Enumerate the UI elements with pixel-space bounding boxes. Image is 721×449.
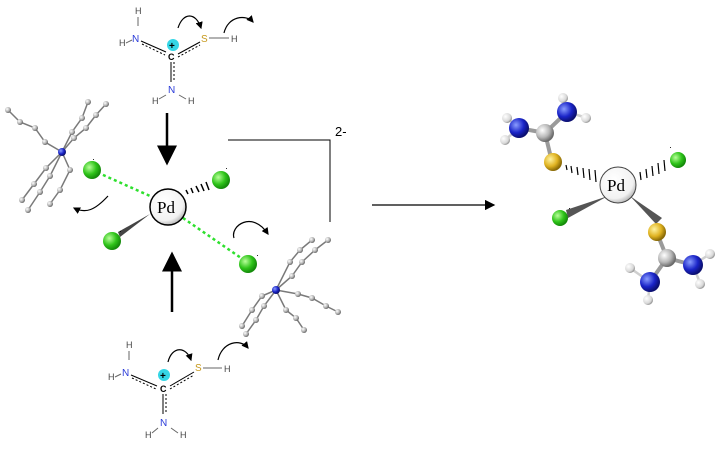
nitrogen-atom xyxy=(640,272,660,292)
product-complex: · · Pd xyxy=(500,93,715,305)
atom-label: H xyxy=(231,34,238,44)
atom-label: S xyxy=(201,34,208,45)
ammonium-atoms-left xyxy=(5,99,109,213)
charge-dot: · xyxy=(92,154,95,164)
atom-label: S xyxy=(195,363,202,374)
charge-dot: · xyxy=(669,142,672,152)
chloride-ion xyxy=(212,171,230,189)
chloride-ion xyxy=(103,232,121,250)
hashed-wedge xyxy=(185,181,210,195)
ammonium-atoms-right xyxy=(239,237,341,337)
nitrogen-atom xyxy=(509,118,529,138)
atom-label: N xyxy=(132,34,139,45)
curved-arrow-icon xyxy=(177,15,203,30)
curved-arrow-icon xyxy=(232,221,269,239)
charge-dot: · xyxy=(119,226,122,236)
curved-arrow-icon xyxy=(217,341,249,361)
nitrogen-atom xyxy=(557,102,577,122)
chlorine-atom xyxy=(552,210,568,226)
atom-label: N xyxy=(160,418,167,429)
charge-sign: + xyxy=(160,371,166,382)
pd-complex-left: · · · · Pd xyxy=(72,154,269,273)
curved-arrow-icon xyxy=(167,349,193,363)
atom-label: H xyxy=(119,38,126,48)
atom-label: H xyxy=(145,430,152,440)
palladium-center xyxy=(599,166,637,204)
thiourea-top: H H N + C S H N H H xyxy=(119,6,254,106)
pd-label: Pd xyxy=(607,176,625,195)
nitrogen-atom xyxy=(683,255,703,275)
dotted-bond xyxy=(182,216,245,262)
atom-label: H xyxy=(180,430,187,440)
atom-label: H xyxy=(152,96,159,106)
dotted-bond xyxy=(91,168,151,198)
thiourea-bottom: H H N + C S H N H H xyxy=(108,340,249,440)
positive-charge-icon xyxy=(158,369,170,381)
sulfur-atom xyxy=(648,223,666,241)
curved-arrow-icon xyxy=(223,15,254,34)
sulfur-atom xyxy=(544,153,562,171)
bracket xyxy=(228,139,331,222)
atom-label: C xyxy=(168,52,175,62)
carbon-atom xyxy=(536,124,554,142)
charge-sign: + xyxy=(169,41,175,52)
chloride-ion xyxy=(83,161,101,179)
atom-label: H xyxy=(224,364,231,374)
atom-label: N xyxy=(168,85,175,96)
atom-label: H xyxy=(126,340,133,350)
charge-dot: · xyxy=(568,203,571,213)
chloride-ion xyxy=(239,255,257,273)
palladium-center xyxy=(149,188,187,226)
solid-wedge xyxy=(118,214,150,237)
charge-dot: · xyxy=(225,163,228,173)
complex-charge: 2- xyxy=(335,124,347,139)
atom-label: N xyxy=(122,368,129,379)
carbon-atom xyxy=(658,249,676,267)
pd-label: Pd xyxy=(157,198,175,217)
curved-arrow-icon xyxy=(72,195,109,214)
atom-label: H xyxy=(108,372,115,382)
charge-dot: · xyxy=(256,250,259,260)
positive-charge-icon xyxy=(167,39,179,51)
atom-label: H xyxy=(135,6,142,16)
atom-label: C xyxy=(160,384,167,394)
chlorine-atom xyxy=(670,152,686,168)
atom-label: H xyxy=(188,96,195,106)
